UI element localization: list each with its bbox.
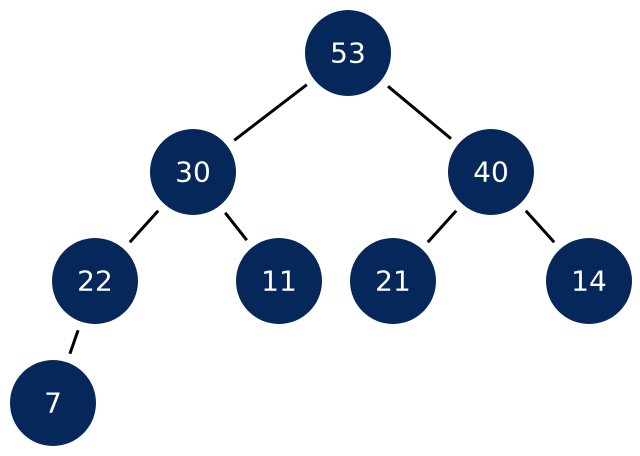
- tree-edges: [68, 83, 556, 355]
- node-label: 11: [261, 265, 297, 298]
- tree-node-11: 11: [236, 238, 322, 324]
- tree-node-30: 30: [150, 129, 236, 215]
- edge-22-7: [68, 329, 80, 355]
- node-circle: [236, 238, 322, 324]
- edge-53-30: [233, 83, 308, 142]
- node-label: 21: [375, 265, 411, 298]
- node-circle: [546, 238, 632, 324]
- node-label: 40: [473, 156, 509, 189]
- tree-node-22: 22: [52, 238, 138, 324]
- node-circle: [150, 129, 236, 215]
- node-circle: [10, 360, 96, 446]
- edge-40-21: [426, 209, 458, 244]
- node-circle: [350, 238, 436, 324]
- edge-30-22: [128, 209, 160, 244]
- tree-node-53: 53: [305, 10, 391, 96]
- node-label: 22: [77, 265, 113, 298]
- node-label: 53: [330, 37, 366, 70]
- edge-30-11: [224, 211, 248, 242]
- tree-node-21: 21: [350, 238, 436, 324]
- node-circle: [305, 10, 391, 96]
- edge-40-14: [524, 209, 556, 244]
- tree-node-14: 14: [546, 238, 632, 324]
- tree-node-40: 40: [448, 129, 534, 215]
- edge-53-40: [387, 85, 452, 140]
- tree-nodes: 53 30 40 22 11 21 14 7: [10, 10, 632, 446]
- node-label: 7: [44, 387, 62, 420]
- node-circle: [448, 129, 534, 215]
- tree-node-7: 7: [10, 360, 96, 446]
- node-label: 30: [175, 156, 211, 189]
- node-circle: [52, 238, 138, 324]
- node-label: 14: [571, 265, 607, 298]
